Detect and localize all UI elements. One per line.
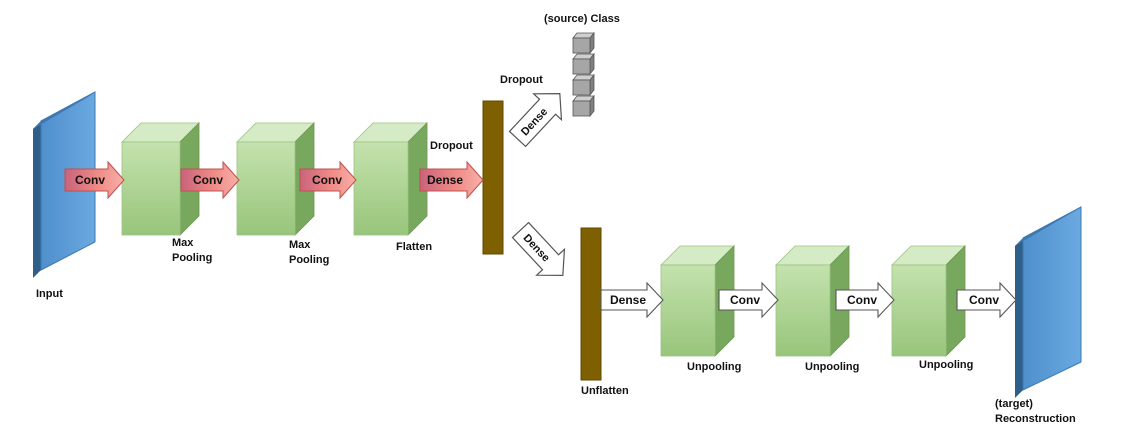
dense-arrow-decoder: Dense	[511, 221, 566, 277]
class-cubes	[572, 31, 595, 118]
unpooling-label-2: Unpooling	[805, 361, 860, 373]
unflatten-bar	[580, 227, 602, 381]
flatten-label: Flatten	[396, 241, 433, 253]
conv-arrow-6-label: Conv	[969, 293, 999, 307]
conv-arrow-3-label: Conv	[312, 173, 342, 187]
conv-arrow-3: Conv	[299, 160, 357, 200]
source-class-label: (source) Class	[544, 13, 620, 25]
dense-arrow-main: Dense	[419, 160, 484, 200]
unpooling-block-3	[891, 245, 966, 357]
class-cube-1	[572, 31, 595, 55]
input-label: Input	[36, 288, 63, 300]
dense-arrow-unflatten: Dense	[600, 281, 664, 319]
unpooling-label-3: Unpooling	[919, 359, 974, 371]
conv-arrow-2-label: Conv	[193, 173, 223, 187]
dropout-label-top: Dropout	[500, 74, 543, 86]
dense-arrow-main-label: Dense	[427, 173, 463, 187]
class-cube-3	[572, 73, 595, 97]
target-plane	[1015, 206, 1082, 398]
conv-arrow-4-label: Conv	[730, 293, 760, 307]
unpooling-label-1: Unpooling	[687, 361, 742, 373]
conv-arrow-5-label: Conv	[847, 293, 877, 307]
max-pooling-label-2: Max Pooling	[289, 239, 330, 266]
class-cube-4	[572, 94, 595, 118]
conv-block-1	[121, 122, 200, 236]
dropout-label-main: Dropout	[430, 140, 473, 152]
conv-block-3	[353, 122, 428, 236]
max-pooling-label-1: Max Pooling	[172, 237, 213, 264]
conv-arrow-1-label: Conv	[75, 173, 105, 187]
unflatten-label: Unflatten	[581, 385, 629, 397]
target-reconstruction-label: (target) Reconstruction	[995, 398, 1076, 425]
conv-arrow-1: Conv	[64, 160, 125, 200]
unpooling-block-2	[775, 245, 850, 357]
dense-arrow-class: Dense	[508, 92, 563, 148]
conv-arrow-2: Conv	[180, 160, 240, 200]
dense-arrow-unflatten-label: Dense	[610, 293, 646, 307]
class-cube-2	[572, 52, 595, 76]
dropout-bar	[482, 100, 504, 255]
conv-arrow-4: Conv	[718, 281, 779, 319]
conv-arrow-6: Conv	[956, 281, 1017, 319]
conv-arrow-5: Conv	[835, 281, 895, 319]
